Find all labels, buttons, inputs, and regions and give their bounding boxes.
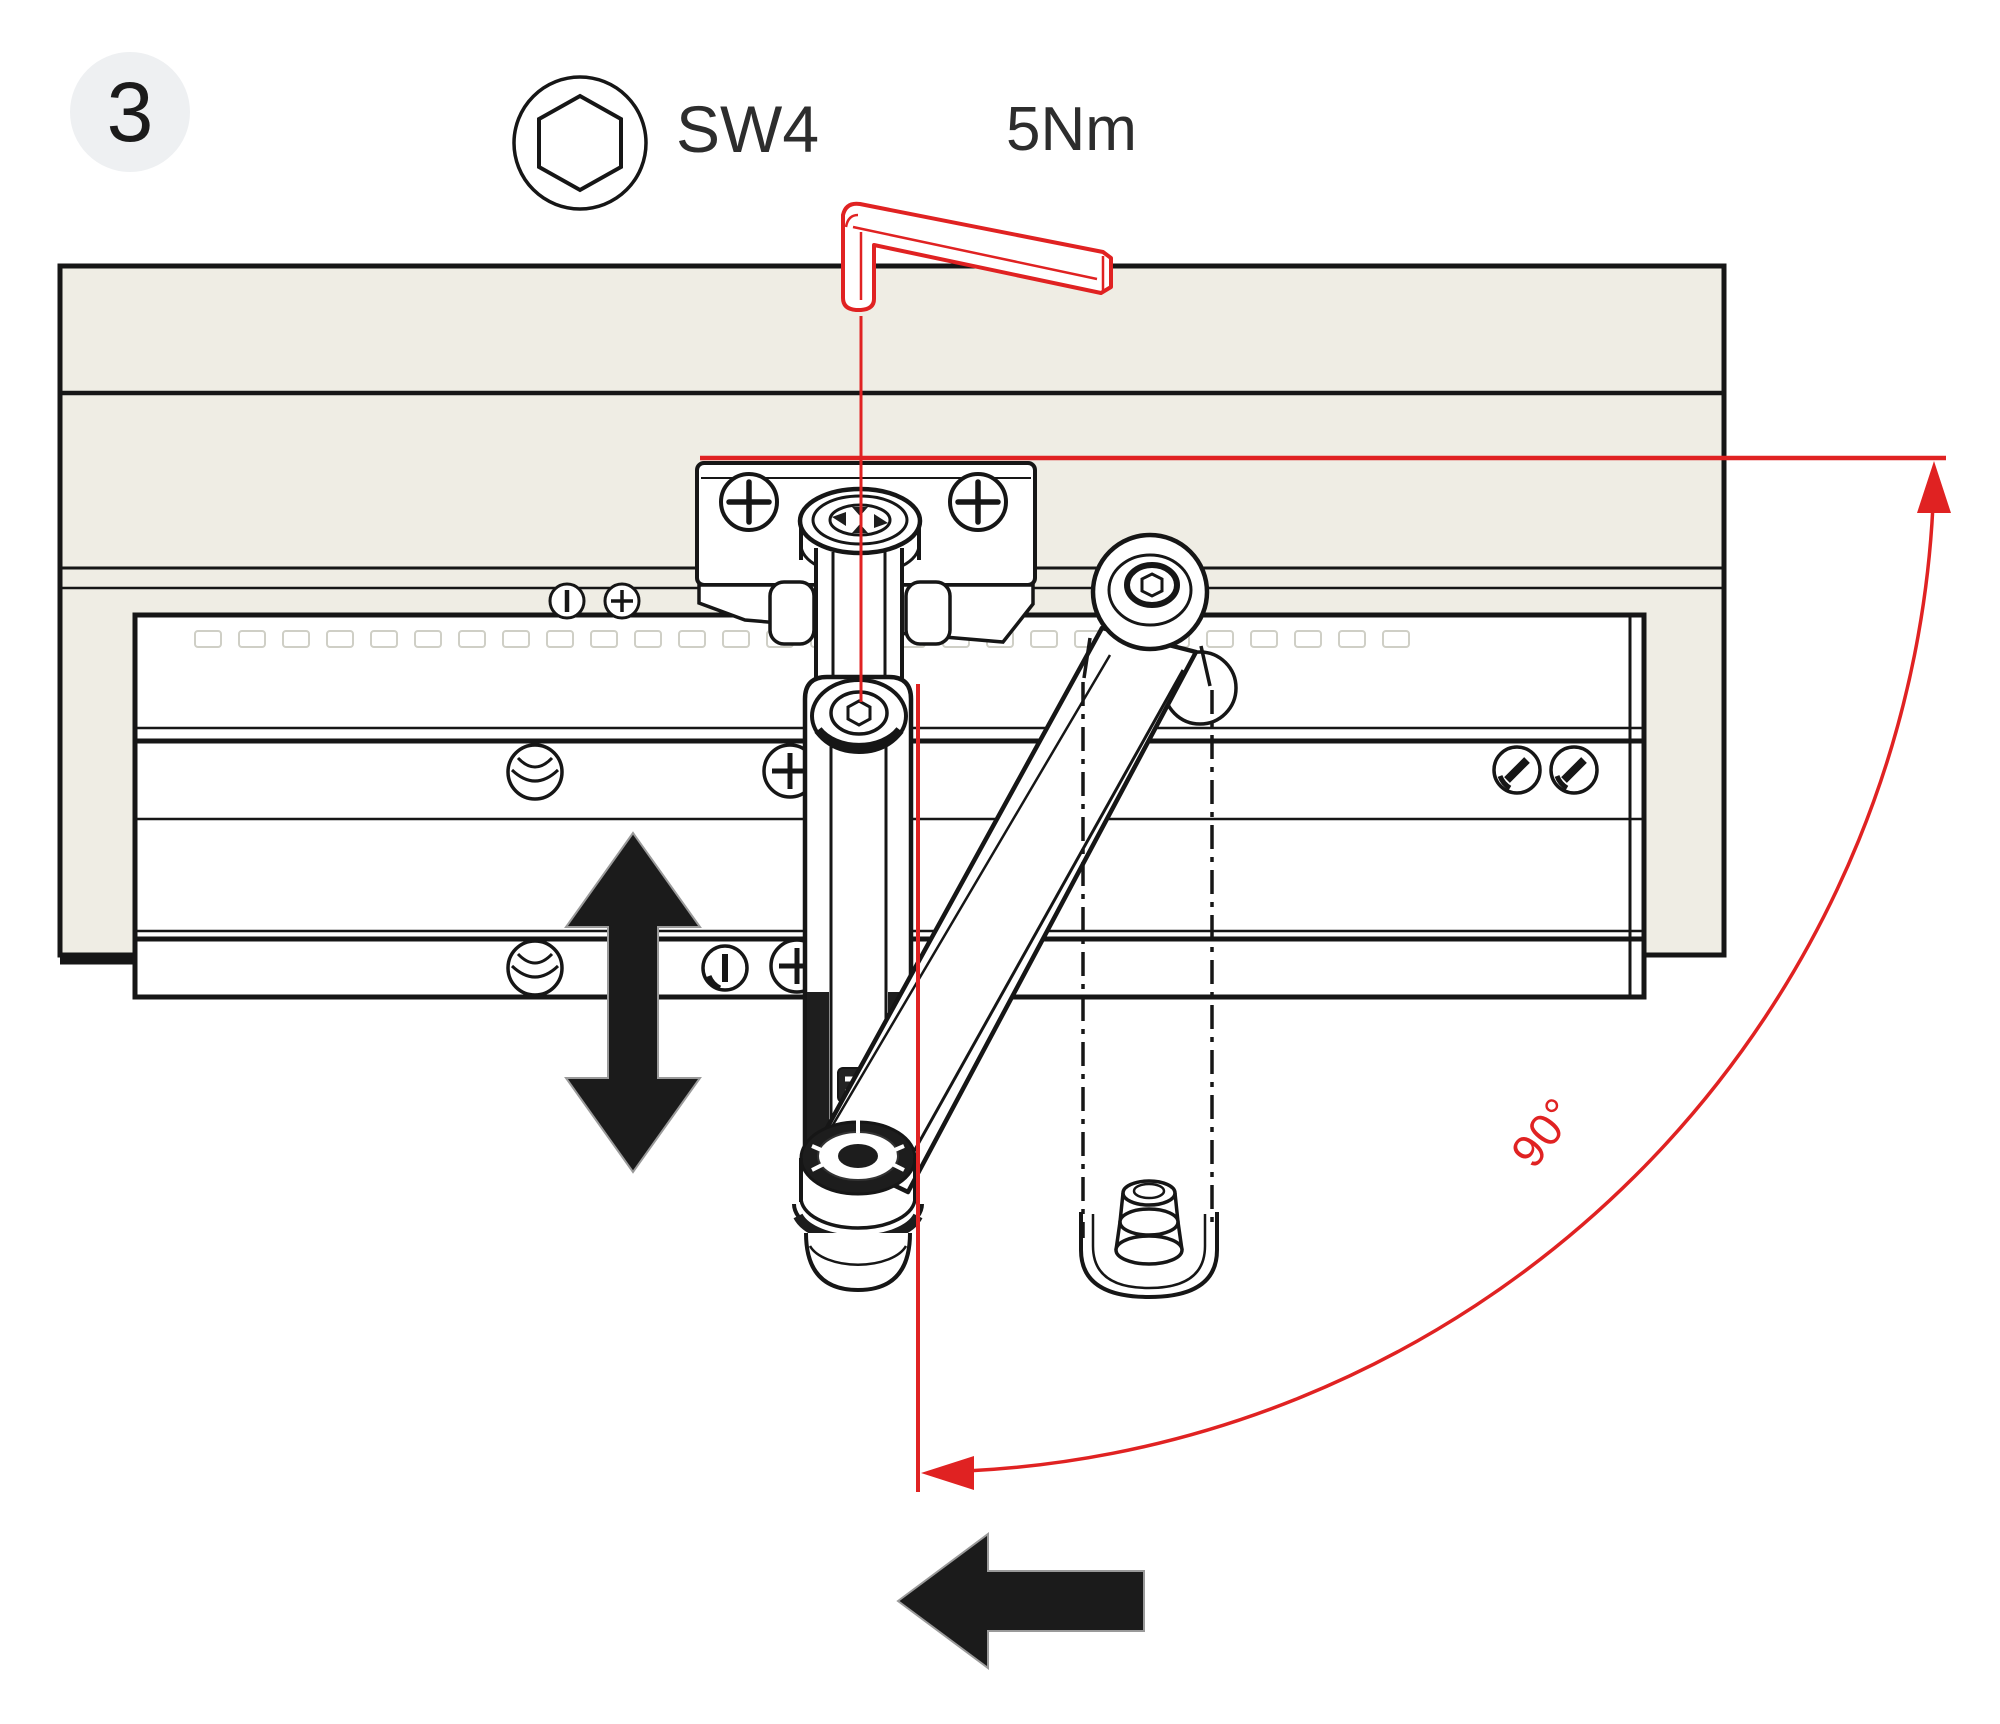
joint-bottom-cup	[804, 1232, 912, 1293]
rail-perforation-tick	[678, 630, 706, 648]
rail-perforation-tick	[326, 630, 354, 648]
slider-stud	[1114, 1179, 1184, 1266]
rail-perforation-tick	[1250, 630, 1278, 648]
arm-shading-left	[807, 992, 829, 1147]
hex-key-size-label: SW4	[676, 92, 819, 166]
rail-perforation-tick	[1030, 630, 1058, 648]
up-down-arrow-icon	[564, 831, 702, 1174]
slider-arm-end	[1079, 1179, 1219, 1300]
slider-end-cap-inner	[1091, 1214, 1207, 1290]
rail-perforation-tick	[1382, 630, 1410, 648]
rail-perforation-tick	[1338, 630, 1366, 648]
pivot-hex-bolt	[1140, 572, 1164, 598]
step-number: 3	[107, 65, 154, 159]
rail-perforation-tick	[238, 630, 266, 648]
slot-screw-icon	[1492, 745, 1542, 795]
rail-perforation-tick	[370, 630, 398, 648]
rail-perforation-tick	[590, 630, 618, 648]
rail-perforation-tick	[634, 630, 662, 648]
red-annotations	[700, 201, 1946, 1492]
scissor-arm-pivot	[1090, 532, 1210, 652]
dome-cam-icon	[506, 743, 564, 801]
slot-screw-icon	[701, 944, 749, 992]
slot-screw-icon	[1549, 745, 1599, 795]
hex-socket-icon	[512, 75, 648, 211]
phillips-screw-icon	[948, 472, 1008, 532]
dome-cam-icon	[506, 939, 564, 997]
rail-perforation-tick	[282, 630, 310, 648]
arc-arrowhead-left-icon	[921, 1456, 974, 1490]
rail-perforation-tick	[194, 630, 222, 648]
slot-screw-icon	[548, 582, 586, 620]
phillips-screw-icon	[603, 582, 641, 620]
rail-perforation-tick	[1294, 630, 1322, 648]
torque-label: 5Nm	[1006, 95, 1137, 164]
red-arrowheads	[921, 461, 1951, 1490]
arm-bottom-joint	[792, 1120, 924, 1293]
hub-ear-left	[768, 580, 816, 646]
step-badge-circle	[70, 52, 190, 172]
left-arrow-icon	[896, 1532, 1145, 1670]
rail-perforation-tick	[722, 630, 750, 648]
rail-perforation-tick	[414, 630, 442, 648]
arc-arrowhead-up-icon	[1917, 461, 1951, 513]
allen-key-icon	[841, 201, 1113, 312]
step-badge: 3	[70, 52, 190, 172]
hub-neck-fill	[814, 540, 904, 682]
rail-perforation-tick	[546, 630, 574, 648]
phillips-screw-icon	[719, 472, 779, 532]
hex-socket-screw	[810, 678, 908, 754]
rail-perforation-tick	[1206, 630, 1234, 648]
hub-ear-right	[904, 580, 952, 646]
rotation-arc-icon	[930, 473, 1936, 1474]
slider-arm-hidden-edges	[1081, 637, 1214, 1238]
rail-perforation-tick	[458, 630, 486, 648]
rail-perforation-tick	[502, 630, 530, 648]
